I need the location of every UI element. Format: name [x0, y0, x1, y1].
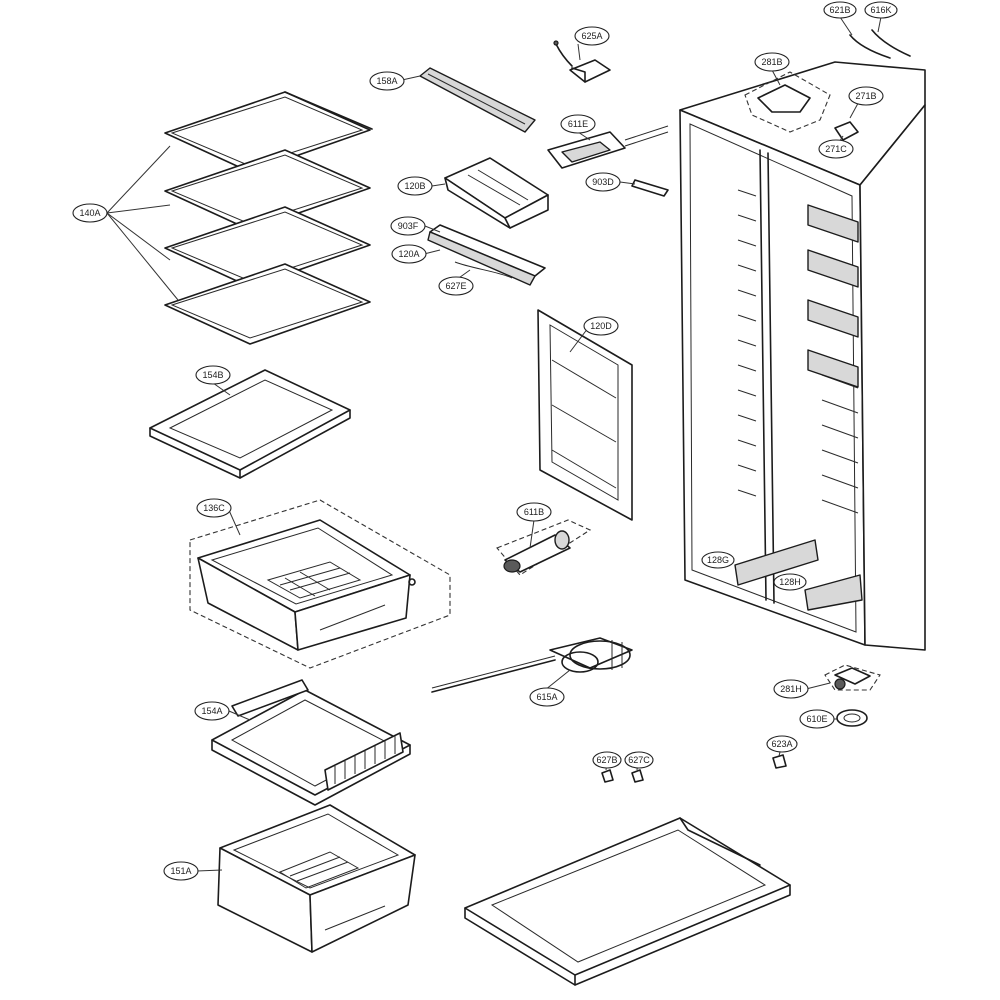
- callout-128H: 128H: [773, 573, 807, 591]
- svg-text:120A: 120A: [398, 249, 419, 259]
- callout-627E: 627E: [438, 276, 474, 296]
- glass-shelf-140A: [106, 91, 373, 345]
- callout-627C: 627C: [624, 751, 654, 769]
- svg-text:120D: 120D: [590, 321, 612, 331]
- callout-281H: 281H: [773, 679, 809, 699]
- freezer-basket: [464, 817, 791, 986]
- drawer-cover-154A: [211, 679, 411, 806]
- svg-text:611B: 611B: [524, 507, 544, 517]
- callout-120B: 120B: [397, 176, 433, 196]
- callout-120D: 120D: [583, 316, 619, 336]
- bracket-271C: [834, 121, 859, 141]
- callout-903F: 903F: [390, 216, 426, 236]
- callout-903D: 903D: [585, 172, 621, 192]
- cover-120B: [444, 157, 549, 229]
- sensor-625A: [553, 40, 611, 83]
- svg-text:140A: 140A: [79, 208, 100, 218]
- svg-text:154B: 154B: [202, 370, 223, 380]
- callout-621B: 621B: [823, 1, 857, 19]
- callout-151A: 151A: [163, 861, 199, 881]
- damper-615A: [431, 637, 633, 693]
- wire-621B-616K: [849, 29, 911, 59]
- svg-text:903F: 903F: [398, 221, 419, 231]
- panel-120D: [537, 309, 633, 521]
- svg-text:158A: 158A: [376, 76, 397, 86]
- svg-text:271C: 271C: [825, 144, 847, 154]
- svg-text:625A: 625A: [581, 31, 602, 41]
- shelf-frame-154B: [149, 369, 351, 479]
- svg-text:136C: 136C: [203, 503, 225, 513]
- svg-text:271B: 271B: [855, 91, 876, 101]
- clip-623A: [772, 754, 787, 769]
- svg-text:627C: 627C: [628, 755, 650, 765]
- callout-610E: 610E: [799, 709, 835, 729]
- svg-text:281H: 281H: [780, 684, 802, 694]
- fan-motor-611E: [547, 125, 669, 169]
- svg-text:627B: 627B: [596, 755, 617, 765]
- callout-611E: 611E: [560, 114, 596, 134]
- callout-140A: 140A: [72, 203, 108, 223]
- hinge-281H: [824, 664, 881, 691]
- callout-158A: 158A: [369, 71, 405, 91]
- svg-text:128G: 128G: [707, 555, 729, 565]
- callout-623A: 623A: [766, 735, 798, 753]
- svg-text:627E: 627E: [445, 281, 466, 291]
- callout-625A: 625A: [574, 26, 610, 46]
- refrigerator-cabinet: [679, 61, 926, 651]
- callout-611B: 611B: [516, 502, 552, 522]
- callout-154A: 154A: [194, 701, 230, 721]
- cover-120A: [427, 224, 546, 286]
- callout-616K: 616K: [864, 1, 898, 19]
- callout-271B: 271B: [848, 86, 884, 106]
- svg-text:610E: 610E: [806, 714, 827, 724]
- callout-154B: 154B: [195, 365, 231, 385]
- svg-text:903D: 903D: [592, 177, 614, 187]
- hinge-281B: [744, 71, 831, 133]
- callout-120A: 120A: [391, 244, 427, 264]
- duct-158A: [419, 67, 536, 133]
- callout-136C: 136C: [196, 498, 232, 518]
- svg-text:151A: 151A: [170, 866, 191, 876]
- callout-128G: 128G: [701, 551, 735, 569]
- spacer-903D: [631, 179, 669, 197]
- svg-text:623A: 623A: [771, 739, 792, 749]
- svg-text:621B: 621B: [829, 5, 850, 15]
- ring-610E: [836, 709, 868, 727]
- svg-text:281B: 281B: [761, 57, 782, 67]
- gasket-627E: [454, 261, 513, 279]
- svg-text:615A: 615A: [536, 692, 557, 702]
- lamp-611B: [496, 519, 592, 576]
- vegetable-drawer-151A: [217, 804, 416, 953]
- svg-text:128H: 128H: [779, 577, 801, 587]
- svg-text:154A: 154A: [201, 706, 222, 716]
- callout-281B: 281B: [754, 52, 790, 72]
- crisper-drawer-136C: [189, 499, 451, 669]
- callout-627B: 627B: [592, 751, 622, 769]
- clips-627B-627C: [601, 769, 644, 783]
- callout-271C: 271C: [818, 139, 854, 159]
- svg-text:611E: 611E: [568, 119, 588, 129]
- callout-615A: 615A: [529, 687, 565, 707]
- svg-text:616K: 616K: [870, 5, 891, 15]
- svg-text:120B: 120B: [404, 181, 425, 191]
